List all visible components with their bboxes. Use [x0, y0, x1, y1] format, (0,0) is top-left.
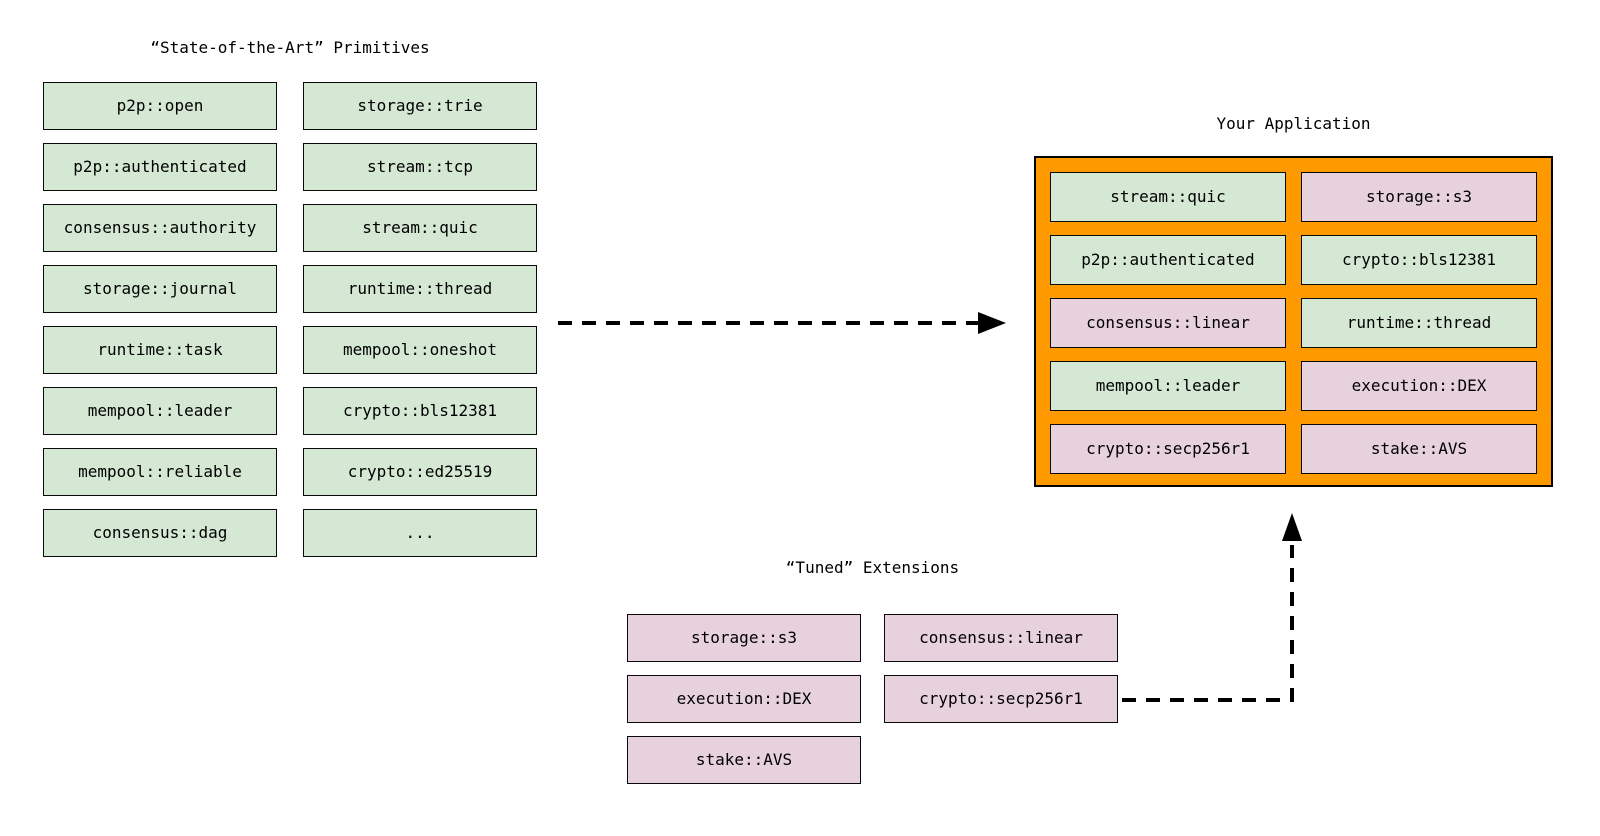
- primitive-consensus-dag: consensus::dag: [43, 509, 277, 557]
- primitives-to-application-arrow: [558, 312, 1006, 334]
- extension-consensus-linear: consensus::linear: [884, 614, 1118, 662]
- extensions-to-application-arrow-line: [1122, 545, 1294, 702]
- app-module-p2p-authenticated: p2p::authenticated: [1050, 235, 1286, 285]
- app-module-storage-s3: storage::s3: [1301, 172, 1537, 222]
- primitive-p2p-open: p2p::open: [43, 82, 277, 130]
- primitives-title: “State-of-the-Art” Primitives: [150, 38, 430, 57]
- extension-storage-s3: storage::s3: [627, 614, 861, 662]
- extensions-title: “Tuned” Extensions: [785, 558, 960, 577]
- primitive-mempool-leader: mempool::leader: [43, 387, 277, 435]
- extensions-to-application-arrow: [1122, 513, 1302, 702]
- primitive-runtime-task: runtime::task: [43, 326, 277, 374]
- primitive-crypto-ed25519: crypto::ed25519: [303, 448, 537, 496]
- extension-execution-dex: execution::DEX: [627, 675, 861, 723]
- primitive-p2p-authenticated: p2p::authenticated: [43, 143, 277, 191]
- primitive-stream-tcp: stream::tcp: [303, 143, 537, 191]
- primitive-mempool-oneshot: mempool::oneshot: [303, 326, 537, 374]
- app-module-runtime-thread: runtime::thread: [1301, 298, 1537, 348]
- extension-stake-avs: stake::AVS: [627, 736, 861, 784]
- app-module-mempool-leader: mempool::leader: [1050, 361, 1286, 411]
- extension-crypto-secp256r1: crypto::secp256r1: [884, 675, 1118, 723]
- app-module-stream-quic: stream::quic: [1050, 172, 1286, 222]
- primitive-consensus-authority: consensus::authority: [43, 204, 277, 252]
- application-title: Your Application: [1216, 114, 1371, 133]
- primitive-mempool-reliable: mempool::reliable: [43, 448, 277, 496]
- app-module-consensus-linear: consensus::linear: [1050, 298, 1286, 348]
- app-module-crypto-bls12381: crypto::bls12381: [1301, 235, 1537, 285]
- arrowhead-right-icon: [978, 312, 1006, 334]
- primitive-storage-trie: storage::trie: [303, 82, 537, 130]
- primitive-ellipsis: ...: [303, 509, 537, 557]
- arrowhead-up-icon: [1282, 513, 1302, 541]
- app-module-execution-dex: execution::DEX: [1301, 361, 1537, 411]
- app-module-stake-avs: stake::AVS: [1301, 424, 1537, 474]
- primitive-storage-journal: storage::journal: [43, 265, 277, 313]
- primitive-stream-quic: stream::quic: [303, 204, 537, 252]
- primitive-runtime-thread: runtime::thread: [303, 265, 537, 313]
- primitive-crypto-bls12381: crypto::bls12381: [303, 387, 537, 435]
- app-module-crypto-secp256r1: crypto::secp256r1: [1050, 424, 1286, 474]
